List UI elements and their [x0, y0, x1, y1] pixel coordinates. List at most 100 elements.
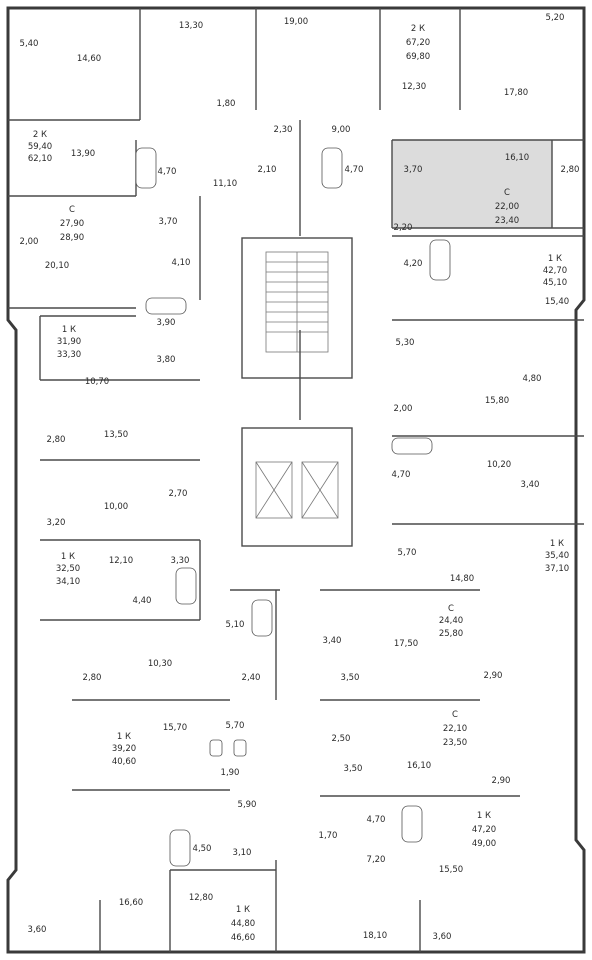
room-area: 4,80: [523, 374, 542, 384]
room-area: 18,10: [363, 931, 387, 941]
room-area: 4,70: [392, 470, 411, 480]
apt-type: С: [448, 604, 454, 614]
apt-total: 62,10: [28, 154, 52, 164]
room-area: 10,20: [487, 460, 511, 470]
room-area: 3,60: [433, 932, 452, 942]
room-area: 4,20: [404, 259, 423, 269]
apt-living: 67,20: [406, 38, 430, 48]
apt-type: С: [504, 188, 510, 198]
apt-total: 23,40: [495, 216, 519, 226]
room-area: 1,90: [221, 768, 240, 778]
room-area: 16,10: [407, 761, 431, 771]
apt-type: 1 К: [61, 552, 75, 562]
apt-total: 45,10: [543, 278, 567, 288]
apt-total: 33,30: [57, 350, 81, 360]
room-area: 2,90: [484, 671, 503, 681]
room-area: 17,50: [394, 639, 418, 649]
apt-living: 44,80: [231, 919, 255, 929]
room-area: 5,40: [20, 39, 39, 49]
room-area: 1,80: [217, 99, 236, 109]
apt-living: 47,20: [472, 825, 496, 835]
apt-living: 35,40: [545, 551, 569, 561]
room-area-labels: 5,40 14,60 13,30 19,00 5,20 12,30 17,80 …: [20, 13, 580, 942]
room-area: 10,00: [104, 502, 128, 512]
room-area: 2,30: [274, 125, 293, 135]
apt-type: 1 К: [550, 539, 564, 549]
room-area: 3,50: [344, 764, 363, 774]
room-area: 3,30: [171, 556, 190, 566]
room-area: 11,10: [213, 179, 237, 189]
room-area: 4,10: [172, 258, 191, 268]
apt-living: 27,90: [60, 219, 84, 229]
room-area: 2,80: [83, 673, 102, 683]
room-area: 3,20: [47, 518, 66, 528]
room-area: 5,20: [546, 13, 565, 23]
room-area: 14,80: [450, 574, 474, 584]
room-area: 2,00: [394, 404, 413, 414]
apt-type: 1 К: [62, 325, 76, 335]
highlighted-apartment: [392, 140, 552, 228]
apt-total: 40,60: [112, 757, 136, 767]
room-area: 3,40: [521, 480, 540, 490]
room-area: 2,80: [561, 165, 580, 175]
room-area: 1,70: [319, 831, 338, 841]
room-area: 4,50: [193, 844, 212, 854]
room-area: 2,90: [492, 776, 511, 786]
room-area: 3,50: [341, 673, 360, 683]
room-area: 4,70: [345, 165, 364, 175]
apt-living: 59,40: [28, 142, 52, 152]
room-area: 2,40: [242, 673, 261, 683]
apt-total: 25,80: [439, 629, 463, 639]
apt-type: С: [69, 205, 75, 215]
room-area: 2,70: [169, 489, 188, 499]
room-area: 5,10: [226, 620, 245, 630]
exterior-walls: [6, 6, 586, 954]
apt-type: 2 К: [33, 130, 47, 140]
room-area: 15,70: [163, 723, 187, 733]
room-area: 16,60: [119, 898, 143, 908]
apt-living: 22,10: [443, 724, 467, 734]
apt-total: 49,00: [472, 839, 496, 849]
room-area: 5,70: [398, 548, 417, 558]
room-area: 15,50: [439, 865, 463, 875]
room-area: 7,20: [367, 855, 386, 865]
room-area: 13,50: [104, 430, 128, 440]
room-area: 15,40: [545, 297, 569, 307]
room-area: 20,10: [45, 261, 69, 271]
room-area: 3,90: [157, 318, 176, 328]
room-area: 4,70: [158, 167, 177, 177]
elevator-core: [241, 427, 353, 547]
apt-type: 1 К: [548, 254, 562, 264]
room-area: 12,10: [109, 556, 133, 566]
apt-total: 69,80: [406, 52, 430, 62]
apt-type: С: [452, 710, 458, 720]
room-area: 2,10: [258, 165, 277, 175]
stair-core: [241, 237, 353, 379]
room-area: 9,00: [332, 125, 351, 135]
room-area: 16,10: [505, 153, 529, 163]
room-area: 10,30: [148, 659, 172, 669]
apt-type: 1 К: [477, 811, 491, 821]
apt-total: 34,10: [56, 577, 80, 587]
room-area: 5,90: [238, 800, 257, 810]
apt-living: 22,00: [495, 202, 519, 212]
apt-living: 39,20: [112, 744, 136, 754]
apt-total: 37,10: [545, 564, 569, 574]
room-area: 10,70: [85, 377, 109, 387]
room-area: 14,60: [77, 54, 101, 64]
apt-total: 23,50: [443, 738, 467, 748]
room-area: 19,00: [284, 17, 308, 27]
room-area: 3,60: [28, 925, 47, 935]
apt-total: 46,60: [231, 933, 255, 943]
room-area: 5,70: [226, 721, 245, 731]
apt-type: 1 К: [117, 732, 131, 742]
room-area: 2,80: [47, 435, 66, 445]
room-area: 3,40: [323, 636, 342, 646]
apt-living: 24,40: [439, 616, 463, 626]
room-area: 5,30: [396, 338, 415, 348]
room-area: 2,00: [20, 237, 39, 247]
room-area: 13,90: [71, 149, 95, 159]
room-area: 12,80: [189, 893, 213, 903]
room-area: 3,80: [157, 355, 176, 365]
